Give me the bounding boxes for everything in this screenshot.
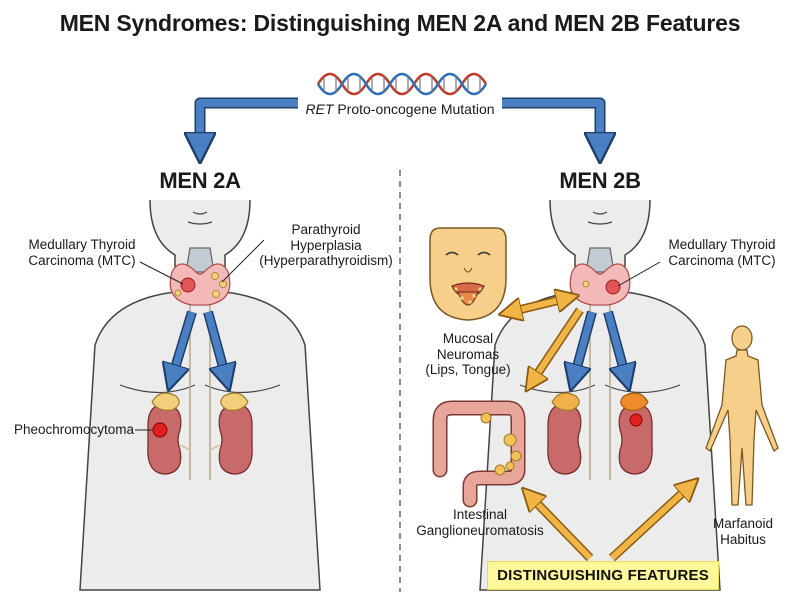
men2b-marfanoid-line1: Marfanoid xyxy=(712,516,774,531)
men2b-mucosal-line1: Mucosal xyxy=(442,331,494,346)
mucosal-neuroma-arrow xyxy=(510,298,568,312)
men2a-thyroid-to-adrenal-arrows xyxy=(172,310,226,378)
men2b-left-kidney xyxy=(547,392,582,475)
dna-helix-icon xyxy=(316,72,488,96)
men2b-thyroid-to-adrenal-arrows xyxy=(574,310,626,378)
distinguishing-features-banner: DISTINGUISHING FEATURES xyxy=(487,561,719,590)
men2b-mtc-line1: Medullary Thyroid xyxy=(668,237,776,252)
men2a-heading: MEN 2A xyxy=(159,168,241,193)
men2a-mtc-line1: Medullary Thyroid xyxy=(28,237,136,252)
men2b-mucosal-label: Mucosal Neuromas (Lips, Tongue) xyxy=(416,331,520,378)
men2b-mtc-leader xyxy=(617,261,661,287)
men2a-right-kidney xyxy=(209,392,253,475)
men2a-parathyroid-label: Parathyroid Hyperplasia (Hyperparathyroi… xyxy=(248,222,404,269)
gene-to-men2b-arrow xyxy=(502,97,600,148)
men2a-pheo-label: Pheochromocytoma xyxy=(13,422,134,437)
men2b-heading: MEN 2B xyxy=(559,168,641,193)
men2b-mucosal-line2: Neuromas xyxy=(436,346,500,362)
men2b-mtc-label: Medullary Thyroid Carcinoma (MTC) xyxy=(654,237,790,268)
men2a-parathyroid-line1: Parathyroid xyxy=(291,222,361,237)
men2b-intestinal-line2: Ganglioneuromatosis xyxy=(416,522,544,538)
banner-to-marfanoid-arrow xyxy=(608,486,690,562)
men2b-mtc-line2: Carcinoma (MTC) xyxy=(668,252,776,268)
men2b-marfanoid-label: Marfanoid Habitus xyxy=(698,516,788,547)
gene-mutation-label: RET Proto-oncogene Mutation xyxy=(0,101,800,117)
men2a-left-kidney xyxy=(147,392,191,475)
men2b-marfanoid-line2: Habitus xyxy=(720,531,766,547)
men2b-thyroid xyxy=(569,247,631,306)
men2b-intestinal-line1: Intestinal xyxy=(452,507,508,522)
gene-to-men2a-arrow xyxy=(200,97,298,148)
men2a-leader-lines xyxy=(135,239,265,431)
intestinal-arrow xyxy=(532,307,584,382)
men2b-right-kidney xyxy=(618,392,653,475)
mucosal-neuroma-face-icon xyxy=(429,227,507,321)
marfanoid-figure-icon xyxy=(705,325,779,506)
page-title: MEN Syndromes: Distinguishing MEN 2A and… xyxy=(59,10,741,36)
men2a-parathyroid-line2: Hyperplasia xyxy=(290,237,362,253)
men2b-mucosal-line3: (Lips, Tongue) xyxy=(425,362,511,378)
men2a-parathyroid-line3: (Hyperparathyroidism) xyxy=(259,253,393,269)
intestine-colon-icon xyxy=(432,400,526,508)
gene-name: RET xyxy=(305,101,334,117)
men2a-mtc-line2: Carcinoma (MTC) xyxy=(28,252,136,268)
men2a-mtc-label: Medullary Thyroid Carcinoma (MTC) xyxy=(18,237,146,268)
men2a-torso xyxy=(79,199,321,591)
men2b-intestinal-label: Intestinal Ganglioneuromatosis xyxy=(406,507,554,538)
men2a-thyroid xyxy=(169,247,231,306)
banner-to-intestinal-arrow xyxy=(530,496,594,562)
gene-mutation-text: Proto-oncogene Mutation xyxy=(337,101,495,117)
